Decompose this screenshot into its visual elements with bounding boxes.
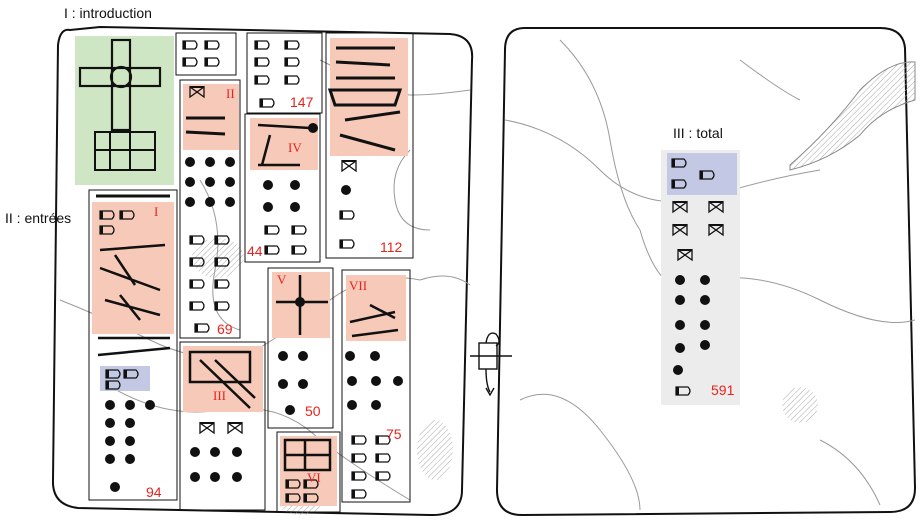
- section-VII-label: VII: [349, 278, 367, 294]
- section-V-label: V: [277, 272, 286, 288]
- count-75: 75: [386, 426, 402, 442]
- section-II-label: II: [226, 86, 235, 102]
- count-591: 591: [711, 382, 734, 398]
- introduction-label: I : introduction: [64, 5, 152, 21]
- entries-label: II : entrées: [5, 210, 71, 226]
- count-147: 147: [290, 94, 313, 110]
- section-VI-label: VI: [307, 470, 321, 486]
- count-44: 44: [247, 243, 263, 259]
- introduction-section: [75, 36, 174, 185]
- section-III-label: III: [213, 388, 226, 404]
- count-94: 94: [146, 484, 162, 500]
- section-I-label: I: [154, 204, 158, 220]
- count-69: 69: [217, 321, 233, 337]
- count-50: 50: [305, 403, 321, 419]
- count-112: 112: [380, 239, 402, 255]
- section-IV-label: IV: [288, 140, 302, 156]
- total-label: III : total: [673, 125, 723, 141]
